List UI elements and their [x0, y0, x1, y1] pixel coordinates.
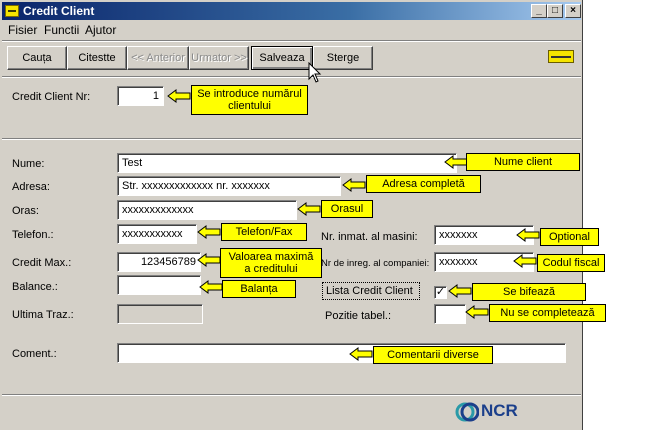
lista-credit-client-label[interactable]: Lista Credit Client	[322, 282, 420, 300]
callout-adresa: Adresa completă	[366, 175, 481, 193]
menu-ajutor[interactable]: Ajutor	[85, 23, 117, 37]
maximize-button[interactable]: □	[547, 4, 563, 18]
separator-top	[2, 76, 581, 78]
credit-max-label: Credit Max.:	[12, 257, 72, 269]
oras-input[interactable]: xxxxxxxxxxxxx	[117, 200, 297, 220]
telefon-input[interactable]: xxxxxxxxxxx	[117, 224, 197, 244]
toolbar-separator	[2, 40, 581, 42]
urmator-button[interactable]: Urmator >>	[189, 46, 249, 70]
coment-label: Coment.:	[12, 348, 57, 360]
nr-inreg-input[interactable]: xxxxxxx	[434, 252, 534, 272]
citeste-button[interactable]: Citestte	[67, 46, 127, 70]
callout-nu-completeaza: Nu se completează	[489, 304, 606, 322]
credit-client-nr-label: Credit Client Nr:	[12, 91, 91, 103]
title-bar[interactable]: Credit Client _ □ ×	[2, 2, 581, 20]
adresa-input[interactable]: Str. xxxxxxxxxxxxx nr. xxxxxxx	[117, 176, 341, 196]
cauta-button[interactable]: Cauța	[7, 46, 67, 70]
pointer-icon	[513, 254, 537, 268]
ultima-traz-label: Ultima Traz.:	[12, 309, 74, 321]
credit-client-window: Credit Client _ □ × Fisier Functii Ajuto…	[0, 0, 583, 430]
oras-label: Oras:	[12, 205, 39, 217]
adresa-label: Adresa:	[12, 181, 50, 193]
ncr-logo-icon	[455, 402, 480, 422]
callout-telefon: Telefon/Fax	[221, 223, 307, 241]
callout-fiscal: Codul fiscal	[537, 254, 605, 272]
callout-comentarii: Comentarii diverse	[373, 346, 493, 364]
sterge-button[interactable]: Sterge	[313, 46, 373, 70]
minimize-button[interactable]: _	[531, 4, 547, 18]
ncr-toolbar-icon	[548, 50, 574, 63]
menu-fisier[interactable]: Fisier	[8, 23, 38, 37]
separator-mid	[2, 138, 581, 140]
nr-inmat-label: Nr. inmat. al masini:	[321, 231, 418, 243]
nr-inreg-label: Nr de inreg. al companiei:	[321, 258, 430, 269]
pozitie-tabel-input[interactable]	[434, 304, 466, 324]
balance-label: Balance.:	[12, 281, 58, 293]
nr-inmat-input[interactable]: xxxxxxx	[434, 225, 534, 245]
ultima-traz-field	[117, 304, 203, 324]
credit-client-nr-input[interactable]: 1	[117, 86, 164, 106]
pointer-icon	[167, 89, 191, 103]
pointer-icon	[342, 178, 366, 192]
pointer-icon	[199, 280, 223, 294]
ncr-logo-text: NCR	[481, 401, 518, 420]
callout-bifeaza: Se bifează	[472, 283, 586, 301]
callout-nume: Nume client	[466, 153, 580, 171]
pointer-icon	[197, 253, 221, 267]
status-separator	[2, 394, 581, 396]
pozitie-tabel-label: Pozitie tabel.:	[325, 310, 392, 322]
balance-input[interactable]	[117, 275, 201, 295]
pointer-icon	[197, 225, 221, 239]
salveaza-button[interactable]: Salveaza	[251, 46, 313, 70]
menu-functii[interactable]: Functii	[44, 23, 80, 37]
callout-balanta: Balanța	[222, 280, 296, 298]
app-icon	[5, 5, 19, 17]
ncr-logo: NCR	[455, 400, 535, 424]
callout-credit: Valoarea maximă a creditului	[220, 248, 322, 278]
pointer-icon	[349, 347, 373, 361]
lista-credit-client-checkbox[interactable]: ✓	[434, 286, 447, 299]
mouse-cursor-icon	[308, 62, 322, 83]
callout-optional: Optional	[540, 228, 599, 246]
pointer-icon	[297, 202, 321, 216]
pointer-icon	[444, 155, 468, 169]
anterior-button[interactable]: << Anterior	[127, 46, 189, 70]
close-button[interactable]: ×	[565, 4, 581, 18]
pointer-icon	[448, 284, 472, 298]
callout-nr-client: Se introduce numărul clientului	[191, 85, 308, 115]
pointer-icon	[516, 228, 540, 242]
pointer-icon	[465, 305, 489, 319]
nume-input[interactable]: Test	[117, 153, 457, 173]
menu-bar: Fisier Functii Ajutor	[2, 21, 581, 39]
window-title: Credit Client	[23, 4, 95, 18]
callout-oras: Orasul	[321, 200, 373, 218]
nume-label: Nume:	[12, 158, 45, 170]
telefon-label: Telefon.:	[12, 229, 54, 241]
